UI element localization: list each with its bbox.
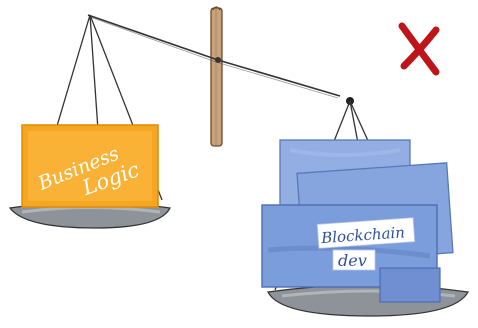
scale-pole bbox=[211, 7, 222, 146]
blockchain-blocks bbox=[262, 140, 453, 302]
cross-mark-icon bbox=[402, 26, 436, 72]
dev-label: dev bbox=[338, 251, 367, 270]
business-logic-box: Business Logic bbox=[22, 125, 158, 207]
